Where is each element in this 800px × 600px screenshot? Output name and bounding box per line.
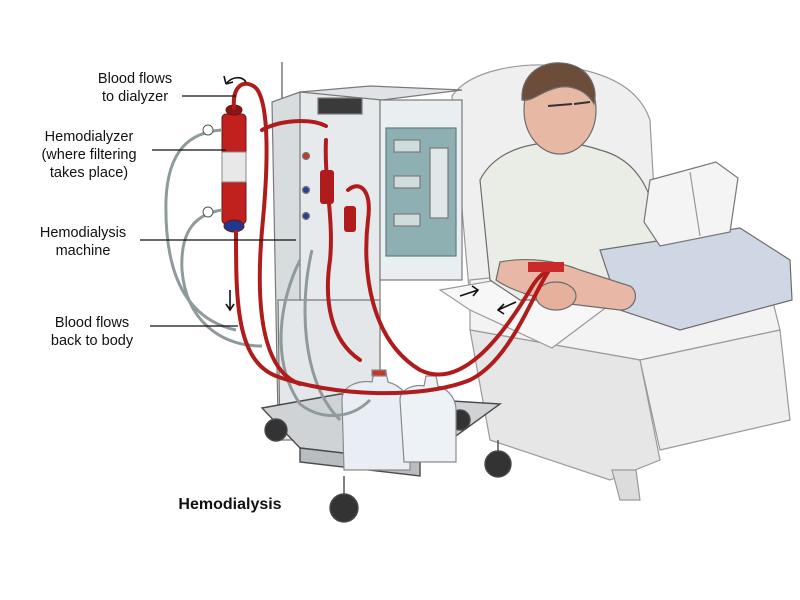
blood-tube-to-dialyzer [231, 81, 302, 386]
arrow-top-head [223, 75, 234, 85]
dialysate-tube-upper [164, 128, 237, 332]
patient [479, 62, 793, 331]
dialysate-tube-to-jug-2 [303, 249, 342, 422]
drip-chamber [344, 206, 356, 232]
chair-footrest [639, 329, 791, 451]
knob-1 [301, 151, 311, 161]
jug-right [399, 375, 457, 463]
jug-cap-1 [371, 369, 387, 377]
flow-arrows [223, 75, 517, 315]
label-line: back to body [50, 333, 134, 349]
display-1 [393, 139, 421, 153]
hemodialyzer-cartridge [221, 104, 247, 233]
label-line: (where filtering [41, 147, 137, 163]
arrow-to-patient [459, 285, 480, 297]
blood-tube-right-loop [346, 184, 564, 377]
wheel-front-right [484, 450, 512, 478]
dialysate-jugs [341, 369, 457, 471]
label-hemodialysis-machine: Hemodialysis machine [18, 224, 148, 260]
dialyzer-band [221, 151, 247, 183]
tube-clamp-lower [202, 206, 214, 218]
tube-clamp-upper [202, 124, 214, 136]
label-blood-flows-back: Blood flows back to body [36, 314, 148, 350]
side-gauge [429, 147, 449, 219]
label-hemodialyzer: Hemodialyzer (where filtering takes plac… [24, 128, 154, 182]
diagram-caption: Hemodialysis [178, 496, 282, 513]
dialysate-tubing [164, 128, 372, 422]
label-line: takes place) [49, 165, 129, 181]
newspaper [643, 161, 739, 247]
wheel-front-left [329, 493, 359, 523]
blood-pump-cylinder [320, 170, 334, 204]
newspaper-fold [689, 171, 701, 237]
machine-head-top [299, 85, 463, 101]
wheel-back-left [264, 418, 288, 442]
patient-glasses [547, 101, 591, 107]
chair-leg [611, 469, 641, 501]
label-line: to dialyzer [101, 89, 169, 105]
arrow-down-left [225, 290, 235, 312]
patient-access-band [528, 262, 564, 272]
arrow-top-curved [225, 76, 247, 85]
label-line: machine [55, 243, 111, 259]
blood-tube-top-arc [260, 119, 328, 132]
label-line: Hemodialyzer [44, 129, 134, 145]
display-3 [393, 213, 421, 227]
knob-3 [301, 211, 311, 221]
label-line: Hemodialysis [39, 225, 127, 241]
leader-lines [140, 95, 296, 327]
display-2 [393, 175, 421, 189]
dialysate-tube-lower [180, 208, 263, 348]
top-monitor [317, 97, 363, 115]
dialyzer-bottom-cap [223, 219, 245, 233]
label-blood-flows-to-dialyzer: Blood flows to dialyzer [76, 70, 194, 106]
blood-tube-return [234, 230, 550, 396]
knob-2 [301, 185, 311, 195]
label-line: Blood flows [54, 315, 130, 331]
jug-left [341, 371, 411, 471]
arrow-from-patient [496, 301, 517, 315]
patient-hair [521, 62, 596, 106]
label-line: Blood flows [97, 71, 173, 87]
dialysate-tube-to-jug [279, 259, 372, 417]
